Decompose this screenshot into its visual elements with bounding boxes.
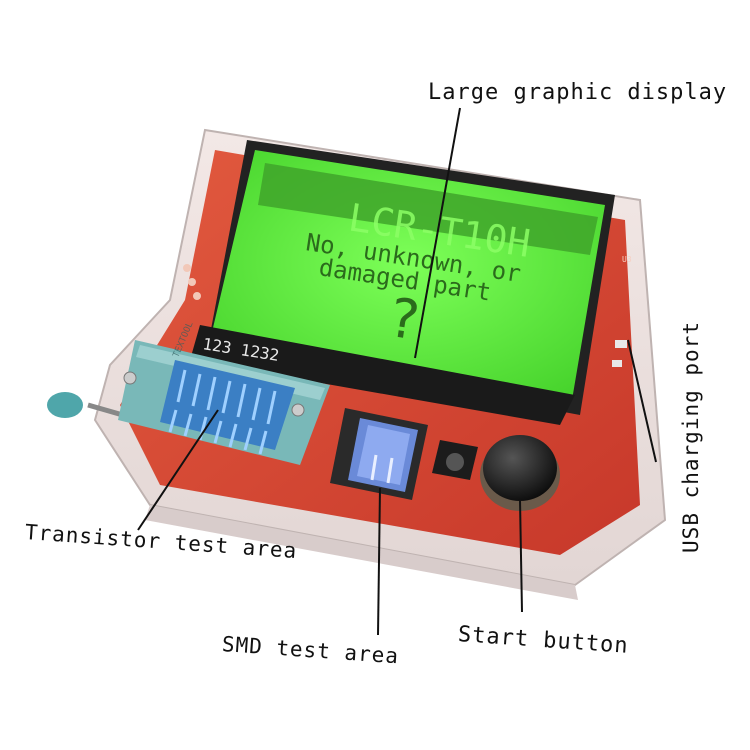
callout-lines [137, 107, 657, 636]
start-button-photo [480, 435, 560, 511]
ir-sensor [432, 440, 478, 480]
zif-lever-knob [47, 392, 83, 418]
pcb-pad [193, 292, 201, 300]
smd-test-area [330, 408, 428, 500]
callout-usb: USB charging port [678, 321, 703, 553]
usb-port [615, 340, 627, 348]
display-bezel [190, 325, 575, 425]
callout-display: Large graphic display [428, 80, 728, 105]
zif-socket: TEXTOOL [47, 320, 330, 465]
pcb-pad [183, 264, 191, 272]
transistor-test-area [160, 360, 295, 450]
pcb-label-u3: U3 [622, 255, 632, 264]
pcb-pad [188, 278, 196, 286]
